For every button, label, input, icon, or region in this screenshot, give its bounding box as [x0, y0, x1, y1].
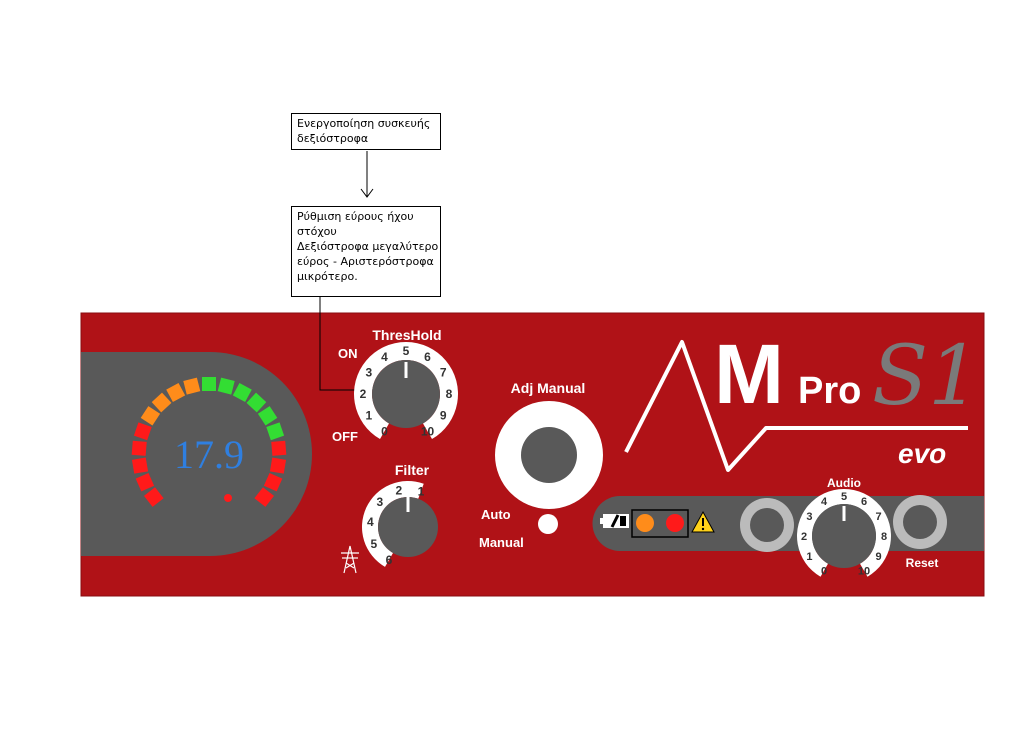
callout-range: Ρύθμιση εύρους ήχου στόχου Δεξιόστροφα μ… [291, 206, 441, 297]
threshold-tick-label: 4 [381, 350, 388, 364]
threshold-tick-label: 2 [360, 387, 367, 401]
threshold-title: ThresHold [372, 327, 441, 343]
filter-tick-label: 6 [386, 553, 393, 567]
threshold-tick-label: 1 [365, 409, 372, 423]
audio-tick-label: 8 [881, 531, 887, 543]
audio-tick-label: 10 [858, 566, 870, 578]
led-segment [266, 422, 285, 441]
threshold-tick-label: 6 [424, 350, 431, 364]
battery-icon [600, 514, 629, 528]
led-segment [232, 383, 252, 402]
led-frame [631, 509, 689, 538]
callout-line: στόχου [297, 225, 337, 238]
filter-tick-label: 1 [418, 485, 425, 499]
filter-scale: 65 432 1 [367, 483, 425, 567]
led-segment [140, 406, 161, 426]
logo-pro: Pro [798, 370, 861, 412]
filter-scale-arc [362, 481, 424, 567]
headphone-jack[interactable] [740, 498, 794, 552]
filter-tick-label: 5 [370, 537, 377, 551]
led-segment [183, 377, 201, 395]
audio-tick-label: 9 [876, 551, 882, 563]
mpro-s1-logo: M Pro S1 evo [624, 327, 980, 472]
led-segment [257, 406, 278, 426]
led-segment [166, 383, 186, 402]
audio-tick-label: 4 [821, 496, 828, 508]
led-segment [246, 392, 267, 413]
callout-line: Ενεργοποίηση συσκευής [297, 117, 431, 130]
reset-label: Reset [906, 556, 939, 570]
audio-tick-label: 3 [806, 511, 812, 523]
audio-tick-label: 1 [806, 551, 812, 563]
threshold-off-label: OFF [332, 429, 358, 444]
filter-tick-label: 4 [367, 515, 374, 529]
audio-title: Audio [827, 476, 861, 490]
threshold-scale-arc [354, 342, 458, 440]
led-bar-ring [131, 377, 287, 507]
display-value: 17.9 [174, 432, 244, 477]
manual-label: Manual [479, 535, 524, 550]
power-tower-icon [341, 545, 359, 574]
audio-tick-label: 6 [861, 496, 867, 508]
led-segment [254, 487, 275, 507]
callout-line: Δεξιόστροφα μεγαλύτερο [297, 240, 439, 253]
red-led [666, 514, 684, 532]
audio-tick-label: 5 [841, 491, 847, 503]
threshold-tick-label: 5 [403, 344, 410, 358]
led-segment [131, 457, 149, 474]
threshold-on-label: ON [338, 346, 358, 361]
filter-knob[interactable] [362, 481, 438, 567]
warning-icon [691, 510, 715, 533]
logo-evo: evo [898, 438, 946, 469]
threshold-tick-label: 10 [421, 424, 435, 438]
callout-line: εύρος - Αριστερόστροφα [297, 255, 434, 268]
auto-label: Auto [481, 507, 511, 522]
led-segment [269, 457, 287, 474]
down-arrow-icon [360, 151, 374, 198]
led-segment [202, 377, 216, 391]
callout-line: Ρύθμιση εύρους ήχου [297, 210, 414, 223]
audio-scale: 01 2 34 5 67 8 9 10 [801, 491, 887, 578]
auto-manual-indicator[interactable] [538, 514, 558, 534]
threshold-tick-label: 3 [365, 366, 372, 380]
filter-title: Filter [395, 462, 430, 478]
threshold-tick-label: 7 [440, 366, 447, 380]
threshold-tick-label: 0 [381, 424, 388, 438]
led-segment [133, 422, 152, 441]
threshold-tick-label: 8 [446, 387, 453, 401]
threshold-tick-label: 9 [440, 409, 447, 423]
orange-led [636, 514, 654, 532]
audio-tick-label: 2 [801, 531, 807, 543]
audio-scale-arc [797, 488, 891, 577]
logo-s1: S1 [872, 329, 980, 424]
led-segment [217, 377, 235, 395]
logo-waveform [624, 340, 968, 472]
led-segment [131, 440, 147, 456]
callout-line: δεξιόστροφα [297, 132, 369, 145]
audio-tick-label: 0 [821, 566, 827, 578]
threshold-knob[interactable] [354, 342, 458, 440]
display-dot-led [224, 494, 232, 502]
callout-line: μικρότερο. [297, 270, 358, 283]
callout-power-on: Ενεργοποίηση συσκευής δεξιόστροφα [291, 113, 441, 150]
led-segment [151, 392, 172, 413]
led-segment [271, 440, 287, 456]
filter-tick-label: 2 [395, 483, 402, 497]
reset-button[interactable] [893, 495, 947, 549]
filter-tick-label: 3 [376, 495, 383, 509]
audio-knob[interactable] [797, 488, 891, 577]
audio-tick-label: 7 [876, 511, 882, 523]
logo-m: M [714, 327, 784, 421]
led-segment [263, 472, 283, 492]
adj-manual-title: Adj Manual [511, 380, 586, 396]
led-segment [143, 487, 164, 507]
adj-manual-knob[interactable] [495, 401, 603, 509]
led-segment [135, 472, 155, 492]
